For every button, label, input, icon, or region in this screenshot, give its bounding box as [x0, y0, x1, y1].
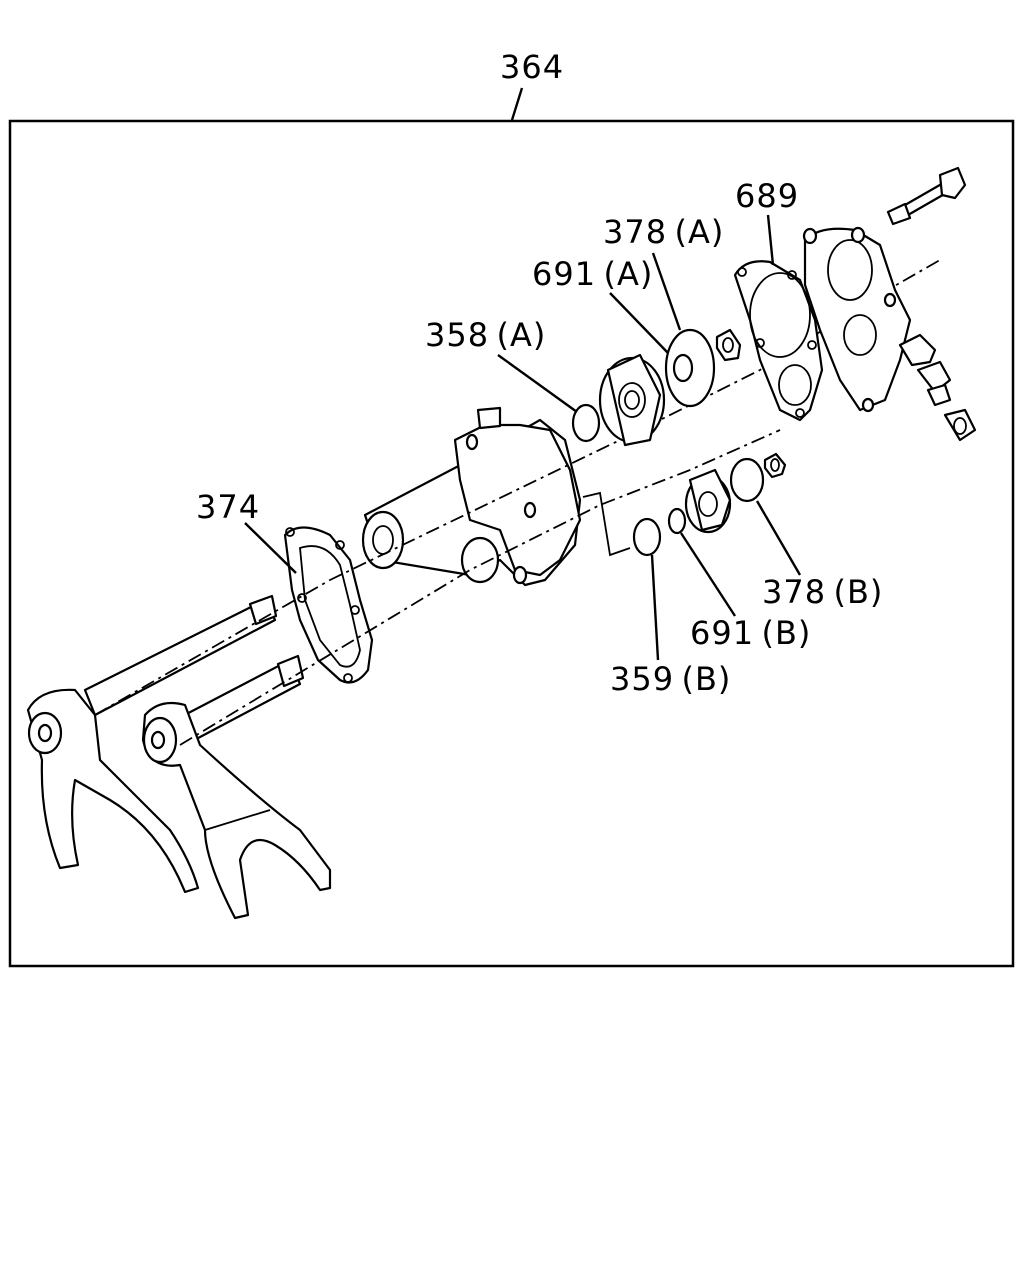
diagram-frame — [8, 119, 1015, 968]
fitting-lower — [943, 408, 977, 442]
offset-break-line — [582, 491, 631, 557]
cylinder-housing — [361, 406, 582, 587]
long-bolt — [903, 166, 967, 217]
cover-gasket-689 — [733, 260, 824, 422]
short-bolt — [886, 202, 912, 226]
end-cover — [802, 226, 912, 413]
leader-691a — [609, 292, 669, 354]
leader-691b — [679, 532, 737, 617]
label-359b: 359 (B) — [610, 660, 731, 698]
leader-374 — [244, 522, 297, 574]
leader-358a — [497, 354, 578, 413]
shift-fork-front — [141, 654, 332, 920]
label-691b: 691 (B) — [690, 614, 811, 652]
centerline-front — [179, 429, 781, 746]
leader-378a — [651, 252, 682, 331]
nut-upper — [715, 328, 742, 362]
nut-lower — [763, 452, 787, 479]
washer-378b — [729, 457, 765, 503]
o-ring-358a — [571, 403, 601, 443]
label-378a: 378 (A) — [603, 213, 724, 251]
label-378b: 378 (B) — [762, 573, 883, 611]
o-ring-359b — [632, 517, 662, 557]
piston-b — [684, 468, 732, 534]
label-689: 689 — [735, 177, 799, 215]
label-374: 374 — [196, 488, 260, 526]
leader-689 — [766, 214, 775, 266]
leader-359b — [650, 554, 660, 661]
leader-364 — [510, 87, 524, 121]
shift-fork-rear — [26, 594, 278, 894]
gasket-374 — [283, 526, 374, 684]
ring-691a — [672, 353, 694, 383]
label-358a: 358 (A) — [425, 316, 546, 354]
fitting-upper — [898, 333, 952, 407]
leader-378b — [755, 500, 802, 576]
label-691a: 691 (A) — [532, 255, 653, 293]
piston-a — [598, 353, 666, 447]
label-assembly-364: 364 — [500, 48, 564, 86]
ring-691b — [667, 507, 687, 535]
